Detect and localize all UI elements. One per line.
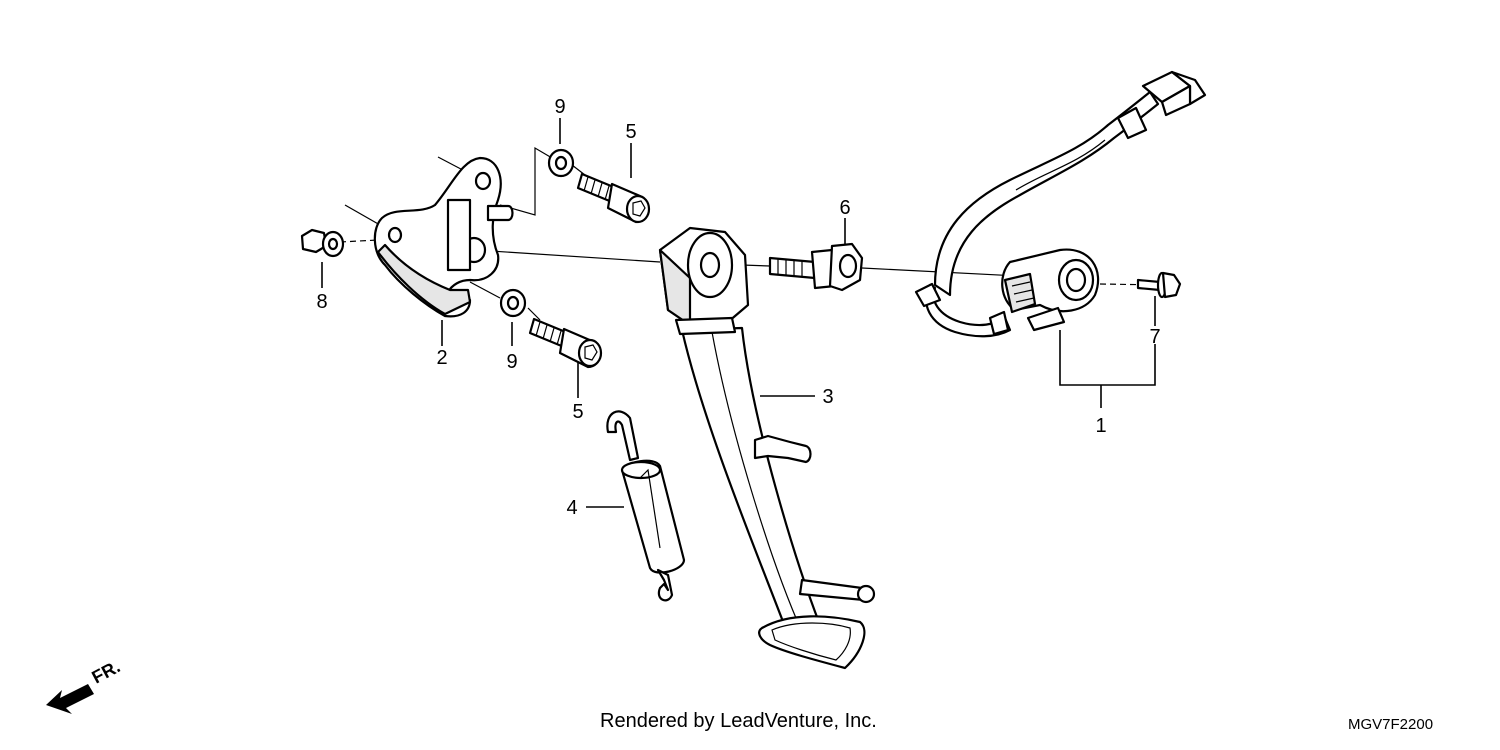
callout-4: 4 bbox=[566, 497, 577, 519]
socket-bolt-part-5-lower bbox=[528, 317, 603, 369]
spring-part-4 bbox=[606, 410, 686, 602]
callout-3: 3 bbox=[822, 386, 833, 408]
pivot-bolt-part-6 bbox=[768, 242, 864, 292]
callouts: 1 2 3 4 5 5 6 7 8 9 9 bbox=[316, 96, 1160, 519]
callout-2: 2 bbox=[436, 347, 447, 369]
flange-bolt-part-7 bbox=[1136, 271, 1182, 299]
front-direction-arrow-icon: FR. bbox=[46, 656, 123, 714]
callout-5-lower: 5 bbox=[572, 401, 583, 423]
callout-5-upper: 5 bbox=[625, 121, 636, 143]
callout-9-upper: 9 bbox=[554, 96, 565, 118]
render-credit: Rendered by LeadVenture, Inc. bbox=[600, 710, 877, 732]
flange-nut-part-8 bbox=[300, 228, 345, 258]
socket-bolt-part-5-upper bbox=[576, 172, 651, 224]
callout-6: 6 bbox=[839, 197, 850, 219]
side-stand-switch-part-1 bbox=[914, 70, 1207, 338]
diagram-code: MGV7F2200 bbox=[1348, 716, 1434, 733]
washer-part-9-upper bbox=[547, 148, 575, 178]
side-stand-part-3 bbox=[658, 226, 876, 670]
direction-label: FR. bbox=[88, 656, 123, 687]
callout-8: 8 bbox=[316, 291, 327, 313]
washer-part-9-lower bbox=[499, 288, 527, 318]
callout-9-lower: 9 bbox=[506, 351, 517, 373]
callout-1: 1 bbox=[1095, 415, 1106, 437]
leader-lines bbox=[321, 118, 1163, 508]
callout-7: 7 bbox=[1149, 326, 1160, 348]
bracket-part-2 bbox=[373, 156, 514, 318]
